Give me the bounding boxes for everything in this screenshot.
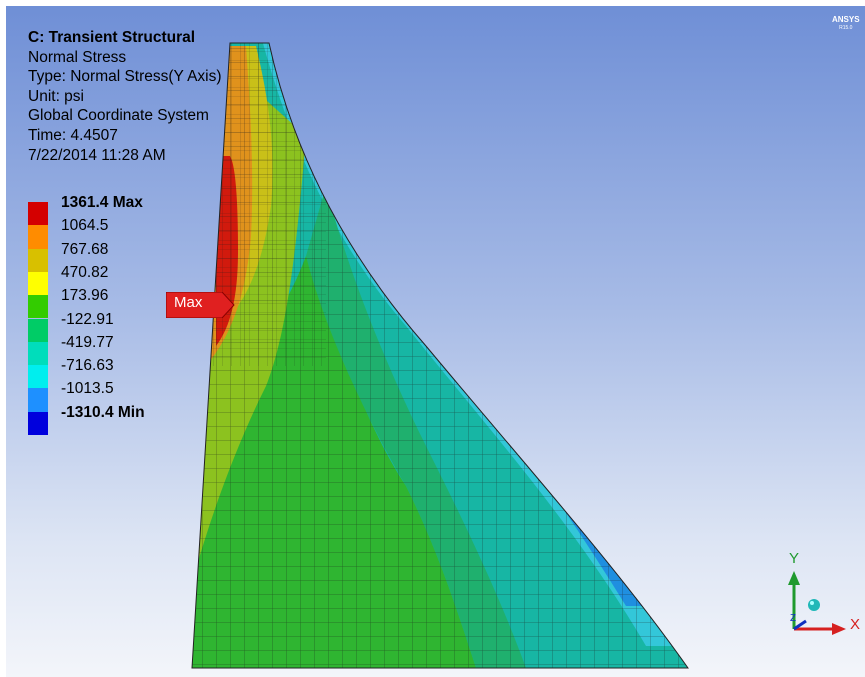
legend-color-swatch — [28, 341, 48, 366]
triad-x-label: X — [850, 616, 861, 633]
ansys-logo: ANSYS R15.0 — [832, 16, 860, 32]
legend-color-swatch — [28, 365, 48, 389]
triad-y-label: Y — [789, 550, 800, 567]
legend-color-swatch — [28, 202, 48, 226]
result-info-block: C: Transient Structural Normal Stress Ty… — [28, 28, 222, 165]
legend-row: 767.68 — [28, 241, 228, 272]
legend-color-swatch — [28, 248, 48, 272]
legend-color-swatch — [28, 318, 48, 342]
result-type: Type: Normal Stress(Y Axis) — [28, 68, 222, 86]
brand-name: ANSYS — [832, 15, 860, 24]
legend-row: -1310.4 Min — [28, 404, 228, 435]
legend-row: -122.91 — [28, 311, 228, 342]
stress-contour-model[interactable] — [6, 6, 865, 677]
legend-value-label: 470.82 — [61, 263, 109, 281]
legend-value-label: -419.77 — [61, 333, 114, 351]
legend-value-label: -122.91 — [61, 310, 114, 328]
legend-color-swatch — [28, 295, 48, 319]
legend-color-swatch — [28, 271, 48, 296]
legend-color-swatch — [28, 411, 48, 435]
coordinate-system: Global Coordinate System — [28, 107, 209, 125]
legend-value-label: 767.68 — [61, 240, 109, 258]
brand-version: R15.0 — [839, 25, 853, 31]
result-timestamp: 7/22/2014 11:28 AM — [28, 146, 166, 164]
result-time: Time: 4.4507 — [28, 126, 118, 144]
analysis-title: C: Transient Structural — [28, 29, 196, 46]
legend-color-swatch — [28, 388, 48, 412]
triad-z-label: Z — [790, 613, 797, 624]
legend-value-label: -1013.5 — [61, 380, 114, 398]
result-unit: Unit: psi — [28, 87, 84, 105]
legend-row: 1064.5 — [28, 217, 228, 249]
legend-color-swatch — [28, 225, 48, 249]
legend-row: 470.82 — [28, 264, 228, 296]
triad-axes-icon — [788, 571, 846, 635]
legend-value-label: -716.63 — [61, 357, 114, 375]
legend-row: -716.63 — [28, 357, 228, 389]
legend-value-label: 173.96 — [61, 287, 109, 305]
graphics-viewport[interactable]: C: Transient Structural Normal Stress Ty… — [6, 6, 865, 677]
legend-row: 1361.4 Max — [28, 194, 228, 226]
legend-value-label: 1361.4 Max — [61, 194, 143, 211]
legend-row: -419.77 — [28, 334, 228, 366]
max-probe-tag[interactable]: Max — [166, 292, 236, 318]
legend-row: 173.96 — [28, 287, 228, 319]
max-probe-label: Max — [174, 294, 203, 311]
coordinate-triad[interactable]: Y X Z — [776, 550, 865, 641]
result-name: Normal Stress — [28, 48, 127, 66]
legend-value-label: -1310.4 Min — [61, 403, 145, 421]
legend-value-label: 1064.5 — [61, 217, 109, 235]
legend-row: -1013.5 — [28, 380, 228, 412]
